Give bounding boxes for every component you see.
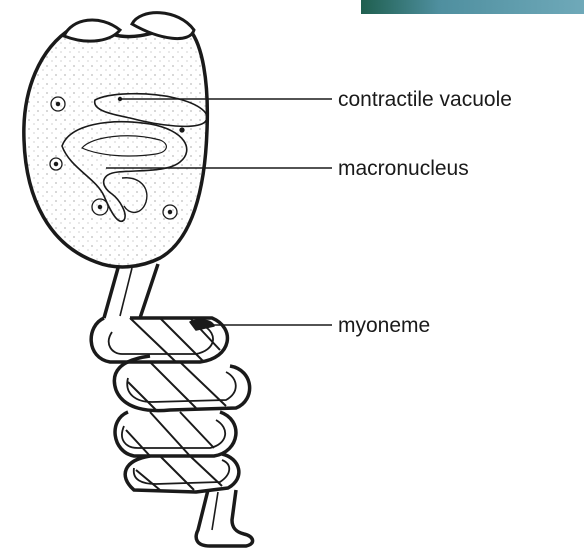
stalk-upper — [104, 264, 158, 318]
coiled-stalk — [91, 318, 249, 492]
label-macronucleus: macronucleus — [338, 157, 469, 180]
stalk-foot — [196, 490, 252, 546]
corner-image-strip — [361, 0, 584, 14]
label-myoneme: myoneme — [338, 314, 430, 337]
label-contractile-vacuole: contractile vacuole — [338, 88, 512, 111]
cell-body — [24, 13, 207, 267]
